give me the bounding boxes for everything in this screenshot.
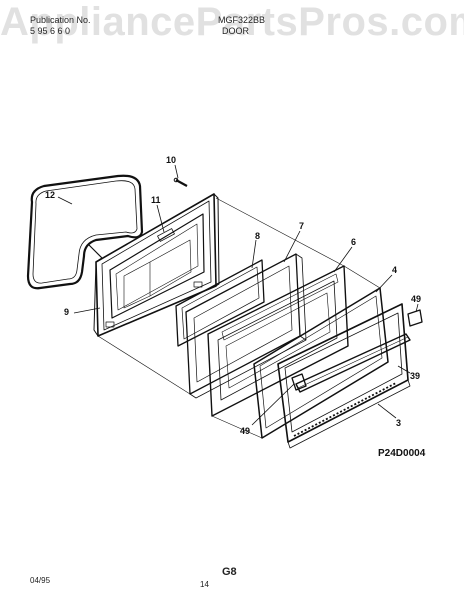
- inner-glass-part: [175, 259, 265, 347]
- callout-8: 8: [255, 231, 260, 241]
- outer-glass-part: [253, 287, 389, 439]
- publication-number: 5 95 6 6 0: [30, 26, 71, 36]
- callout-6: 6: [351, 237, 356, 247]
- callout-12: 12: [45, 190, 55, 200]
- footer-page: 14: [200, 580, 209, 589]
- callout-7: 7: [299, 221, 304, 231]
- publication-label: Publication No.: [30, 15, 91, 25]
- callout-49-top: 49: [411, 294, 421, 304]
- callout-10: 10: [166, 155, 176, 165]
- watermark-logo: AppliancePartsPros.com: [0, 0, 464, 44]
- section-title: DOOR: [222, 26, 249, 36]
- handle-cap-part: [291, 309, 423, 391]
- callout-3: 3: [396, 418, 401, 428]
- figure-code: P24D0004: [378, 448, 426, 459]
- middle-frame-part: [207, 265, 349, 417]
- inner-door-frame-part: [93, 193, 220, 337]
- footer-date: 04/95: [30, 576, 51, 585]
- callout-39: 39: [410, 371, 420, 381]
- callout-11: 11: [151, 195, 161, 205]
- callout-4: 4: [392, 265, 397, 275]
- model-number: MGF322BB: [218, 15, 266, 25]
- footer-section: G8: [222, 566, 237, 578]
- screw-part: [173, 177, 188, 187]
- callout-49-bottom: 49: [240, 426, 250, 436]
- callout-9: 9: [64, 307, 69, 317]
- outer-door-frame-part: [277, 303, 411, 449]
